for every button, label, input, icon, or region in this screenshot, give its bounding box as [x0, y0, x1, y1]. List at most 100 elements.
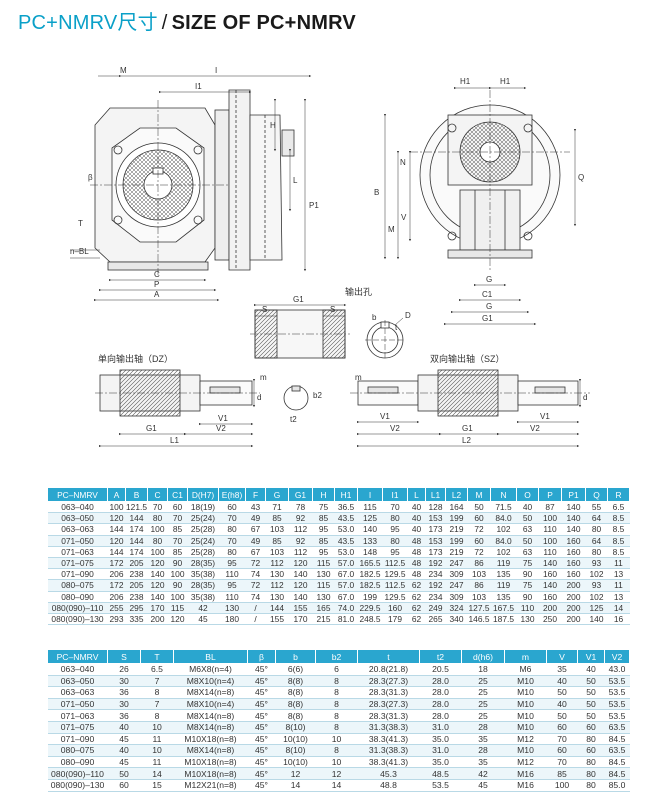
table-cell: 45°: [247, 756, 276, 769]
label-q: Q: [578, 173, 584, 182]
table-cell: 140: [561, 512, 586, 525]
table-cell: 72: [467, 523, 491, 536]
label-v1-sz-right: V1: [540, 412, 550, 421]
table-cell: 62: [407, 591, 426, 603]
table-cell: 071–050: [47, 535, 108, 547]
table-cell: 50: [577, 686, 605, 699]
table-cell: 80: [585, 523, 608, 536]
table-cell: 7: [140, 675, 174, 688]
table-cell: 6: [315, 663, 358, 676]
table-cell: 8(8): [275, 675, 316, 688]
table-cell: 112.5: [382, 557, 408, 570]
table-cell: 84.5: [604, 756, 630, 769]
table-cell: 38.3(41.3): [357, 733, 420, 746]
table-cell: M10: [504, 709, 547, 722]
column-header: d(h6): [461, 649, 505, 664]
table-cell: 50: [467, 501, 491, 514]
table-cell: 100: [147, 523, 168, 536]
table-cell: 146.5: [467, 613, 491, 626]
table-cell: 49: [245, 512, 266, 525]
table-cell: 60: [546, 721, 578, 734]
table-cell: 62: [407, 613, 426, 626]
label-t-hole: t: [395, 323, 398, 332]
table-cell: 8(10): [275, 744, 316, 757]
table-cell: 173: [425, 523, 446, 536]
table-cell: 100: [538, 512, 562, 525]
table-cell: M16: [504, 767, 547, 780]
table-cell: 38.3(41.3): [357, 756, 420, 769]
table-cell: 219: [445, 523, 468, 536]
table-cell: 249: [425, 602, 446, 614]
table-cell: 35.0: [419, 756, 462, 769]
table-cell: 70: [546, 733, 578, 746]
table-cell: 60: [467, 535, 491, 547]
table-cell: 080–090: [47, 756, 108, 769]
table-cell: 6.5: [607, 501, 630, 514]
table-cell: 112: [288, 546, 313, 558]
table-cell: 080(090)–110: [47, 767, 108, 780]
label-s-left: S: [262, 305, 267, 314]
table-cell: 60: [167, 501, 188, 514]
table-cell: 63: [516, 546, 539, 558]
table-cell: 49: [245, 535, 266, 547]
label-n: N: [400, 158, 406, 167]
table-cell: 115: [312, 557, 335, 570]
table-cell: 10: [315, 756, 358, 769]
table-cell: 110: [538, 523, 562, 536]
table-cell: 8.5: [607, 523, 630, 536]
table-cell: 140: [585, 613, 608, 626]
column-header: F: [245, 487, 266, 502]
table-cell: 53.0: [334, 546, 358, 558]
table-cell: 70: [147, 501, 168, 514]
label-t2-dz: t2: [290, 415, 297, 424]
table-cell: 255: [107, 602, 126, 614]
table-cell: 180: [218, 613, 246, 626]
table-cell: M16: [504, 779, 547, 792]
column-header: PC–NMRV: [47, 487, 108, 502]
table-cell: 063–050: [47, 675, 108, 688]
table-cell: 200: [561, 579, 586, 592]
table-cell: 71: [265, 501, 289, 514]
table-cell: 85: [546, 767, 578, 780]
table-cell: 43.0: [604, 663, 630, 676]
table-cell: 20.5: [419, 663, 462, 676]
table-cell: 11: [607, 579, 630, 592]
table-cell: 70: [218, 535, 246, 547]
table-cell: 60: [107, 779, 141, 792]
table-cell: 10: [315, 733, 358, 746]
table-cell: 50: [546, 709, 578, 722]
table-cell: 71.5: [490, 501, 517, 514]
table-cell: 10(10): [275, 733, 316, 746]
table-cell: 53.5: [604, 675, 630, 688]
table-cell: 080–075: [47, 744, 108, 757]
table-cell: 45°: [247, 709, 276, 722]
table-cell: 102: [490, 523, 517, 536]
label-a: A: [154, 290, 160, 299]
table-cell: 50: [516, 535, 539, 547]
table-cell: 130: [312, 568, 335, 581]
table-cell: 60: [577, 721, 605, 734]
table-cell: 071–075: [47, 557, 108, 570]
table-cell: 53.5: [604, 686, 630, 699]
table-cell: 43: [245, 501, 266, 514]
table-cell: 85: [312, 535, 335, 547]
table-cell: 40: [107, 744, 141, 757]
table-cell: 28: [461, 721, 505, 734]
table-cell: 64: [585, 512, 608, 525]
table-cell: 219: [445, 546, 468, 558]
table-cell: 28.0: [419, 686, 462, 699]
table-cell: 75: [516, 579, 539, 592]
table-cell: 144: [107, 523, 126, 536]
table-cell: 063–063: [47, 523, 108, 536]
table-cell: 173: [425, 546, 446, 558]
table-cell: 12: [275, 767, 316, 780]
label-m-dz: m: [260, 373, 267, 382]
table-cell: 28.0: [419, 675, 462, 688]
table-cell: 40: [577, 663, 605, 676]
table-cell: 192: [425, 557, 446, 570]
table-cell: 72: [467, 546, 491, 558]
